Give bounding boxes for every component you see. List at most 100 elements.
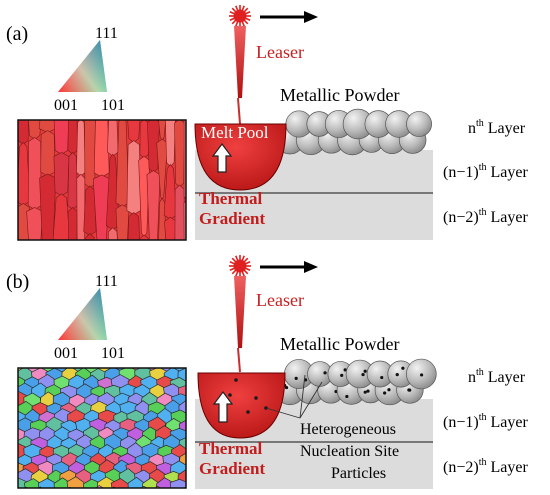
nucleation-particle [395,373,399,377]
gradient-arrow-icon [211,143,233,173]
grain [146,170,161,240]
nucleation-particle [366,389,370,393]
grain [174,120,185,188]
melt-pool [194,123,287,191]
ipf-triangle: 111 001 101 [54,25,125,114]
laser-source-icon [229,5,251,125]
ipf-label-001: 001 [54,97,78,114]
grain [18,404,20,416]
laser-beam [234,276,246,348]
layer-label-n-2: (n−2)th Layer [443,207,528,226]
nucleation-particle [340,373,344,377]
grain [107,227,118,240]
grain [0,477,13,495]
grain [26,207,44,240]
grain [0,359,13,377]
grain [169,478,186,488]
nucleation-particle [254,396,258,400]
grain [158,120,167,142]
layer-label-n-1: (n−1)th Layer [443,162,528,181]
grain [174,184,185,240]
grain [1,487,18,495]
grain [0,375,13,395]
ipf-label-111: 111 [95,25,118,42]
ipf-label-111: 111 [95,273,118,290]
layer-label-n-1: (n−1)th Layer [443,412,528,431]
nucleation-pointer-lines [265,374,323,419]
nucleation-particle [361,372,365,377]
grain [67,151,78,210]
grain [147,120,160,174]
nucleation-particle [380,375,384,380]
nucleation-particle [345,394,349,399]
nucleation-particle [246,410,250,414]
nucleation-label-line1: Heterogeneous [300,421,396,438]
grain [85,233,95,240]
nucleation-particle [383,391,387,395]
grain [165,120,176,167]
grain [53,152,70,197]
nucleation-particle [284,385,289,390]
nucleation-particles-in-pool [228,378,268,414]
ipf-triangle: 111 001 101 [54,273,125,362]
melt-pool-label: Melt Pool [201,123,269,142]
grain [18,457,19,468]
panel-b: (b) 111 001 101 Leaser Metallic Powder [0,255,528,495]
nucleation-particle [323,371,327,375]
grain [37,368,44,371]
grain [84,368,85,369]
ipf-label-101: 101 [101,97,125,114]
nucleation-particle [228,393,232,397]
gradient-arrow-icon [212,391,234,423]
grain [92,174,111,240]
grain [28,120,42,140]
gradient-label-line2: Gradient [199,209,265,228]
equiaxed-grain-map [0,350,187,495]
nucleation-particle [401,366,405,370]
nucleation-particle [363,369,367,373]
grain [67,207,78,240]
pointer-line [265,407,301,419]
nucleation-particle [387,388,391,392]
grain [156,368,159,369]
grain [0,461,12,480]
grain [52,193,71,240]
grain [76,120,86,177]
columnar-grain-map [17,119,187,241]
laser-core [233,259,247,273]
grain [127,487,130,488]
grain [107,120,119,157]
nucleation-label-line2: Nucleation Site [300,443,399,460]
grain [18,389,19,396]
grain [40,130,55,177]
nucleation-particle [234,378,238,382]
metallic-powder-particles [274,358,437,406]
layer-label-n: nth Layer [468,118,526,137]
grain [27,137,42,210]
grain [23,368,28,369]
grain [156,138,168,202]
pointer-line [299,374,306,419]
layer-label-n: nth Layer [468,367,526,386]
ipf-label-101: 101 [101,345,125,362]
laser-source-icon [229,255,251,373]
grain [170,368,177,370]
grain [18,378,19,381]
grain [0,445,11,464]
nucleation-particle [343,368,347,372]
nucleation-particle [419,373,424,377]
grain [0,394,11,413]
nucleation-particle [294,376,298,381]
grain [127,212,140,240]
gradient-label-line1: Thermal [199,439,263,458]
nucleation-particle [363,390,367,394]
grain [39,173,57,240]
grain [0,410,11,430]
scan-direction-arrow [260,261,318,273]
grain [3,350,21,370]
grain [164,216,177,240]
grain [45,489,63,495]
ipf-label-001: 001 [54,345,78,362]
scan-direction-arrow [260,11,318,23]
